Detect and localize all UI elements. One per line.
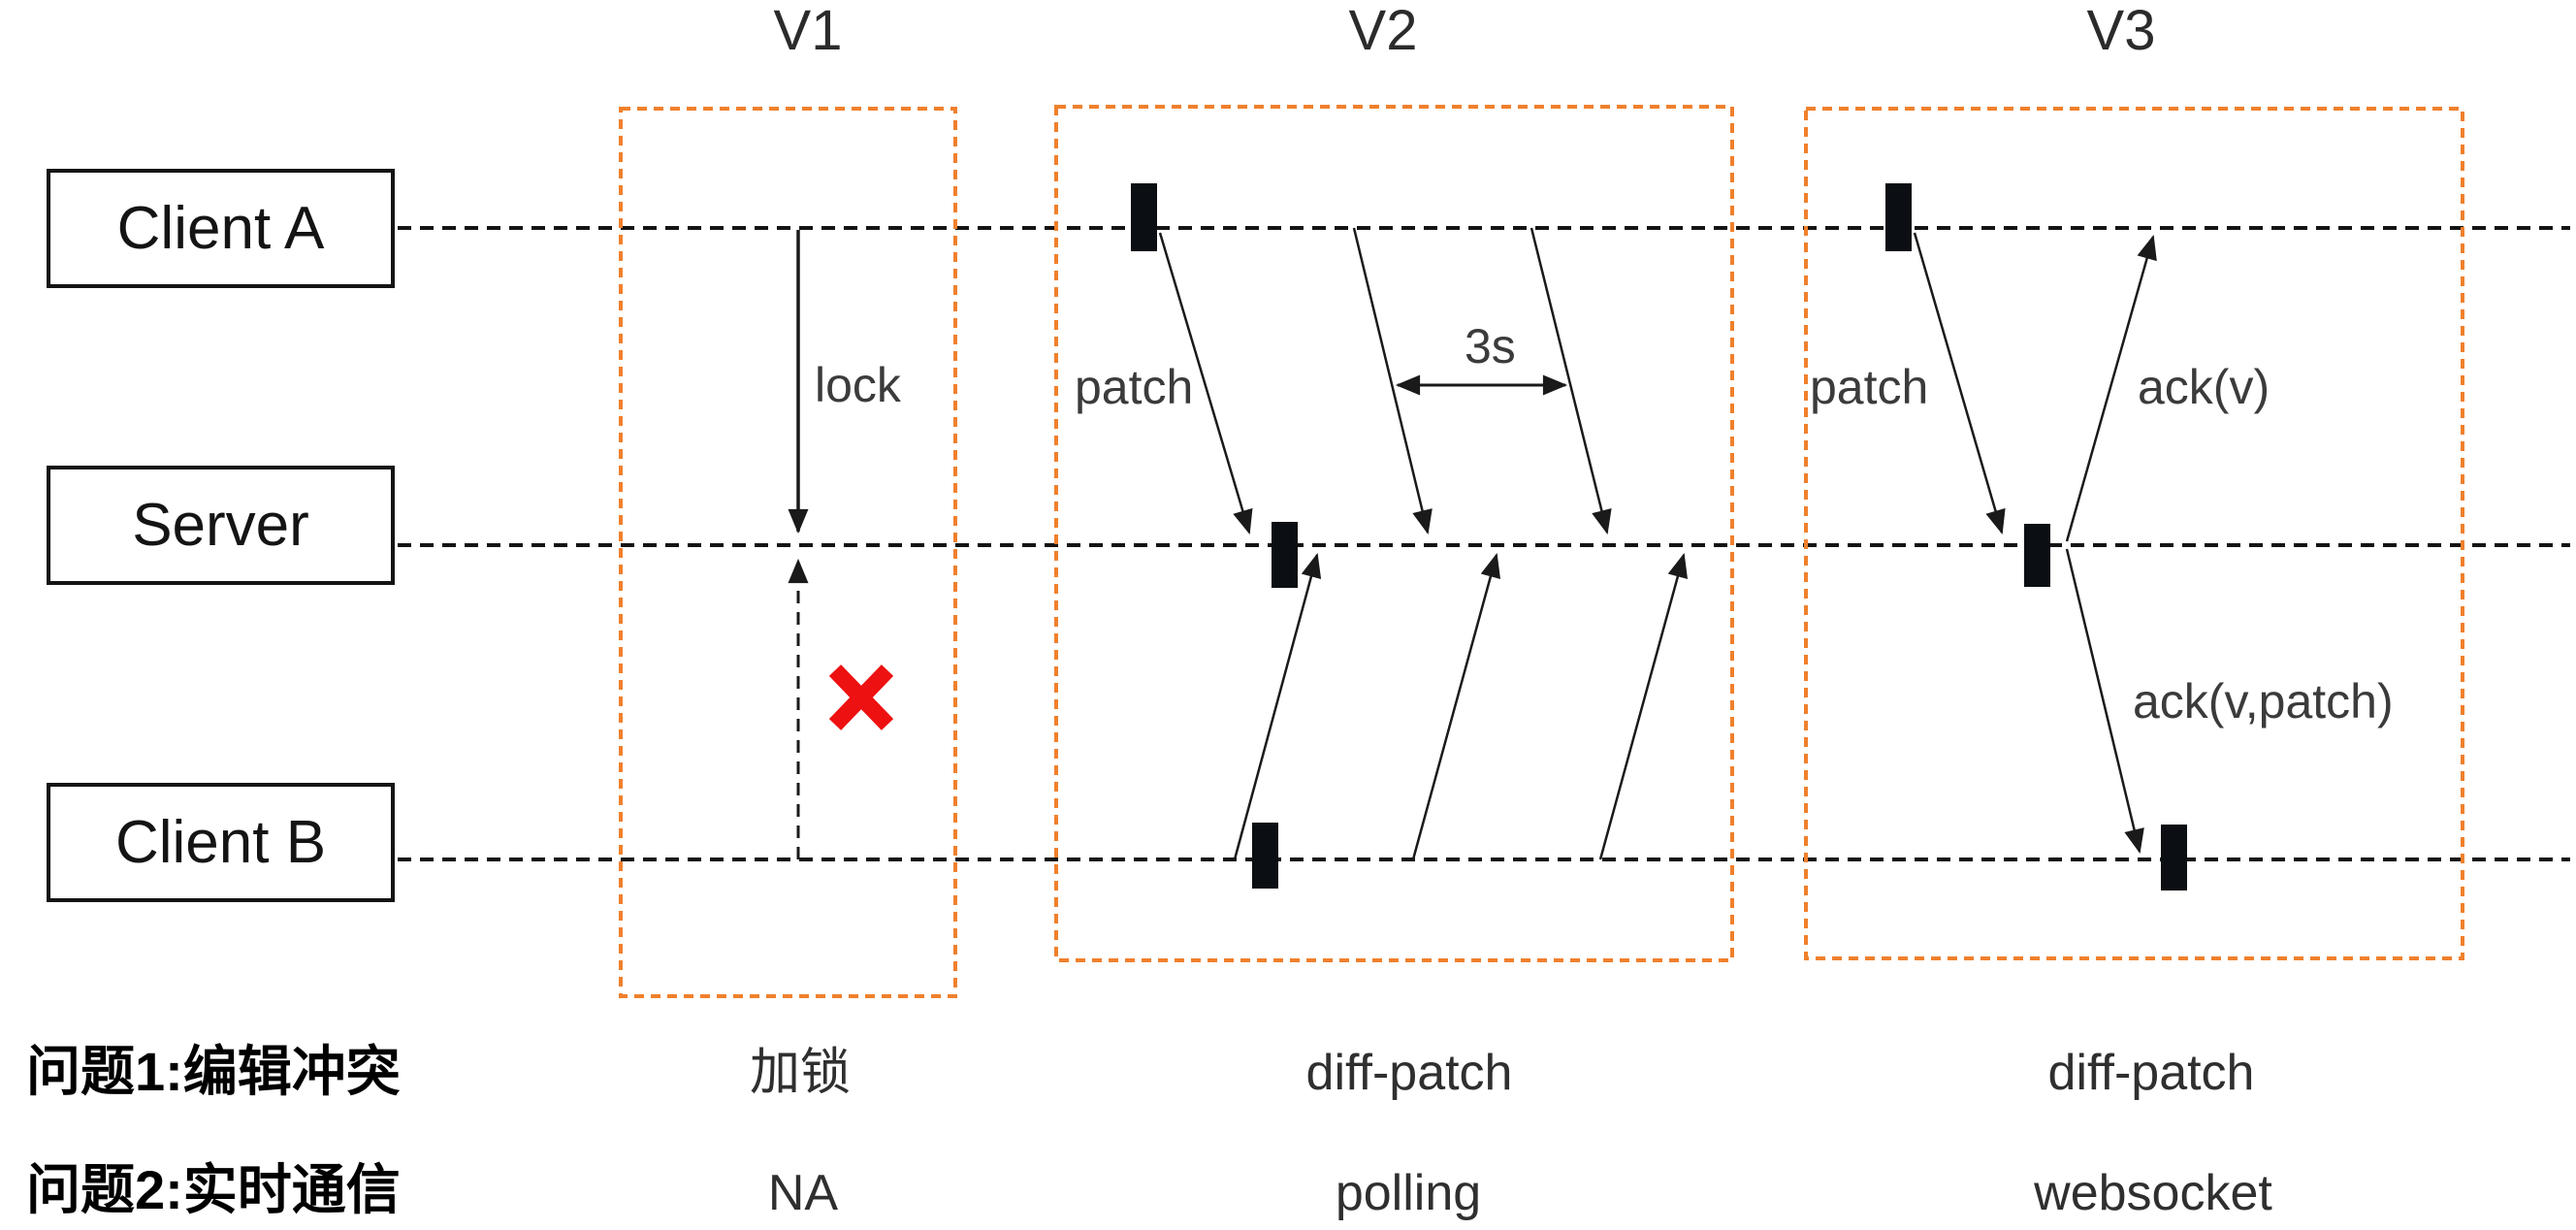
client-a-box: Client A: [47, 169, 395, 288]
v3-frame: [1804, 107, 2464, 960]
v3-ack-patch-arrow: [2065, 548, 2144, 855]
client-b-box: Client B: [47, 783, 395, 902]
row1-v1-value: 加锁: [749, 1045, 852, 1101]
v2-client-b-activation: [1252, 823, 1278, 889]
v2-interval-label: 3s: [1465, 319, 1516, 373]
v1-frame: [619, 107, 957, 998]
row2-problem-label: 问题2:实时通信: [26, 1159, 401, 1220]
v3-ack-label: ack(v): [2138, 360, 2270, 414]
row2-v1-value: NA: [767, 1165, 839, 1221]
v3-patch-label: patch: [1810, 360, 1929, 414]
v3-server-activation: [2024, 524, 2050, 587]
v3-ack-arrow: [2065, 234, 2157, 542]
row2-v2-value: polling: [1335, 1165, 1482, 1221]
v2-patch-label: patch: [1075, 360, 1194, 414]
row2-v3-value: websocket: [2034, 1165, 2272, 1221]
row1-problem-label: 问题1:编辑冲突: [26, 1041, 401, 1102]
v2-server-activation: [1272, 522, 1298, 588]
client-b-label: Client B: [114, 809, 327, 876]
v3-patch-arrow: [1913, 232, 2006, 535]
v2-frame: [1054, 105, 1734, 962]
v3-title: V3: [2086, 0, 2156, 62]
v2-poll-up-arrow-3: [1598, 552, 1689, 860]
v2-patch-arrow: [1158, 232, 1253, 535]
v2-title: V2: [1348, 0, 1418, 62]
v2-client-a-activation: [1131, 183, 1157, 251]
v2-poll-down-arrow-2: [1352, 227, 1433, 535]
v2-poll-down-arrow-3: [1530, 227, 1612, 535]
v2-poll-up-arrow-2: [1411, 552, 1501, 860]
row1-v3-value: diff-patch: [2047, 1045, 2255, 1101]
client-a-label: Client A: [116, 195, 325, 262]
v2-poll-up-arrow-1: [1233, 552, 1322, 860]
reject-x-icon: [828, 664, 894, 730]
server-box: Server: [47, 466, 395, 585]
v1-title: V1: [773, 0, 843, 62]
v3-ack-patch-label: ack(v,patch): [2133, 674, 2394, 728]
row1-v2-value: diff-patch: [1305, 1045, 1513, 1101]
server-label: Server: [132, 492, 309, 559]
v3-client-a-activation: [1885, 183, 1912, 251]
v3-client-b-activation: [2161, 825, 2187, 890]
v1-lock-label: lock: [815, 358, 901, 412]
